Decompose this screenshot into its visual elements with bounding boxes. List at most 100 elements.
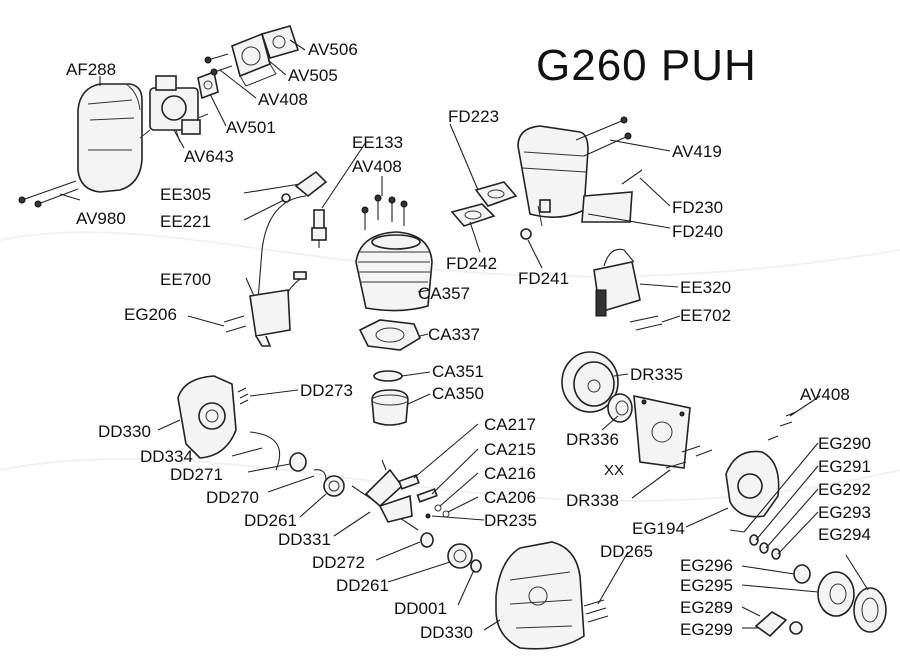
ignition-coil-part (593, 248, 641, 317)
muffler-screw-part (621, 169, 643, 185)
recoil-spring-part (853, 587, 887, 633)
part-label-dd273: DD273 (300, 381, 353, 400)
part-label-ee700: EE700 (160, 270, 212, 289)
part-label-dd272: DD272 (312, 553, 365, 572)
part-label-dd270: DD270 (206, 488, 259, 507)
part-label-ca206: CA206 (484, 488, 536, 507)
coil-screws-part (629, 315, 663, 331)
long-screws-part (18, 180, 79, 208)
part-label-eg294: EG294 (818, 525, 871, 544)
part-label-eg299: EG299 (680, 620, 733, 639)
muffler-spacer-part (520, 228, 532, 240)
part-label-fd242: FD242 (446, 254, 498, 273)
plate-screws-part (665, 445, 713, 469)
recoil-pulley-part (817, 571, 855, 617)
flywheel-part (561, 351, 619, 413)
part-label-ee702: EE702 (680, 306, 732, 325)
part-label-dd261: DD261 (244, 511, 297, 530)
crankshaft-part (351, 459, 434, 548)
part-label-ca350: CA350 (432, 384, 484, 403)
part-label-ca357: CA357 (418, 284, 470, 303)
part-label-av408-2: AV408 (352, 157, 402, 176)
part-label-ee133: EE133 (352, 133, 404, 152)
part-label-dd330-2: DD330 (420, 623, 473, 642)
part-label-eg290: EG290 (818, 434, 871, 453)
part-label-dd331: DD331 (278, 530, 331, 549)
model-title: G260 PUH (536, 41, 757, 90)
part-label-ee221: EE221 (160, 212, 212, 231)
part-label-eg289: EG289 (680, 598, 733, 617)
starter-ring-part (793, 564, 811, 584)
part-label-fd241: FD241 (518, 269, 570, 288)
part-label-dd334: DD334 (140, 447, 193, 466)
cylinder-part (355, 231, 433, 312)
part-label-af288: AF288 (66, 60, 117, 79)
part-label-ca337: CA337 (428, 325, 480, 344)
piston-pin-part (398, 474, 450, 519)
crankcase-screws-part (583, 599, 609, 623)
part-label-av643: AV643 (184, 147, 234, 166)
part-label-eg291: EG291 (818, 457, 871, 476)
circlip-part (313, 469, 327, 481)
crankcase-gasket-part (249, 431, 281, 471)
part-label-av408: AV408 (258, 90, 308, 109)
ignition-module-part (249, 271, 307, 347)
part-label-av505: AV505 (288, 66, 338, 85)
part-label-ee305: EE305 (160, 185, 212, 204)
piston-ring-part (373, 370, 403, 382)
part-label-eg295: EG295 (680, 576, 733, 595)
part-label-eg206: EG206 (124, 305, 177, 324)
part-label-eg293: EG293 (818, 503, 871, 522)
mounting-plate-part (633, 394, 691, 469)
muffler-part (517, 125, 633, 227)
part-label-dd265: DD265 (600, 542, 653, 561)
part-label-ca216: CA216 (484, 464, 536, 483)
part-label-ca217: CA217 (484, 415, 536, 434)
part-label-av506: AV506 (308, 40, 358, 59)
part-label-dr336: DR336 (566, 430, 619, 449)
bearing-right-part (447, 543, 482, 573)
piston-part (371, 389, 409, 426)
part-label-dd330: DD330 (98, 422, 151, 441)
part-label-dr335: DR335 (630, 365, 683, 384)
carburetor-gasket-part (197, 70, 219, 100)
part-label-dd261-2: DD261 (336, 576, 389, 595)
cylinder-screws-part (361, 194, 408, 230)
spark-plug-part (311, 209, 327, 248)
bearing-left-part (323, 475, 345, 497)
intake-insulator-part (231, 32, 277, 87)
part-label-eg296: EG296 (680, 556, 733, 575)
part-label-ca215: CA215 (484, 440, 536, 459)
muffler-bolts-part (575, 116, 632, 157)
starter-pulley-part (607, 393, 633, 423)
part-label-av419: AV419 (672, 142, 722, 161)
starter-screws-part (767, 411, 797, 441)
part-label-eg194: EG194 (632, 519, 685, 538)
part-label-eg292: EG292 (818, 480, 871, 499)
part-label-dr338: DR338 (566, 491, 619, 510)
part-label-xx: XX (604, 462, 625, 479)
part-label-av408-3: AV408 (800, 385, 850, 404)
part-label-av501: AV501 (226, 118, 276, 137)
part-label-dd001: DD001 (394, 599, 447, 618)
starter-handle-part (754, 611, 803, 638)
cylinder-gasket-part (358, 319, 422, 351)
part-label-ee320: EE320 (680, 278, 732, 297)
oil-seal-part (289, 452, 307, 472)
air-filter-cover-part (77, 83, 143, 193)
carburetor-part (139, 75, 209, 143)
part-label-ca351: CA351 (432, 362, 484, 381)
part-label-dr235: DR235 (484, 511, 537, 530)
starter-washers-part (729, 529, 781, 560)
part-label-av980: AV980 (76, 209, 126, 228)
part-label-fd240: FD240 (672, 222, 724, 241)
leader-lines (59, 39, 869, 631)
carburetor-screws-part (204, 53, 233, 76)
crankcase-pins-part (237, 387, 249, 405)
part-label-fd230: FD230 (672, 198, 724, 217)
spark-plug-cap-part (257, 170, 328, 301)
part-label-dd271: DD271 (170, 465, 223, 484)
crankcase-left-part (177, 375, 237, 459)
muffler-gasket-part (450, 181, 518, 227)
